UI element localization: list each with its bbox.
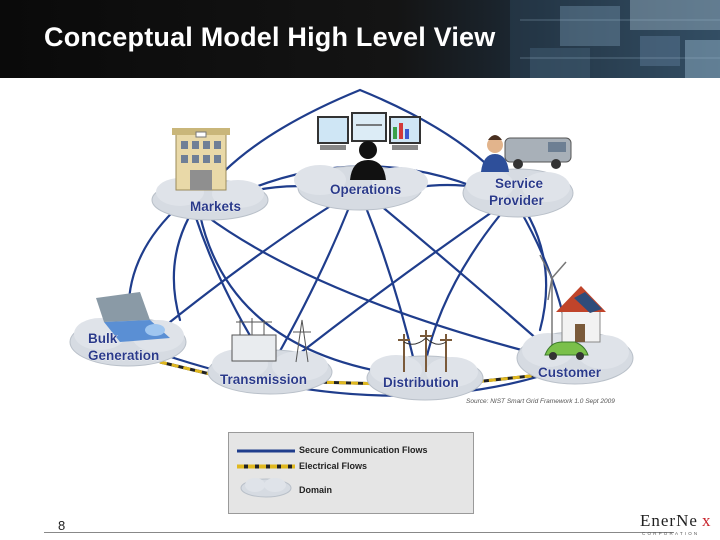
domain-label-service-provider-line2: Provider: [489, 193, 545, 208]
domain-label-transmission: Transmission: [220, 372, 307, 387]
domain-label-markets: Markets: [190, 199, 241, 214]
footer-divider: [44, 532, 674, 533]
service-truck-icon: [505, 138, 571, 169]
domain-cloud-transmission: Transmission: [208, 318, 332, 394]
operator-silhouette-icon: [350, 141, 386, 180]
svg-text:EnerNe: EnerNe: [640, 511, 698, 530]
legend-electrical-line-swatch: [237, 464, 295, 469]
domain-cloud-bulk-generation: Bulk Generation: [70, 292, 186, 366]
domain-cloud-service-provider: Service Provider: [463, 135, 573, 217]
svg-text:CORPORATION: CORPORATION: [642, 531, 699, 536]
comm-line-service-transmission: [285, 210, 495, 365]
legend: Secure Communication Flows Electrical Fl…: [228, 432, 474, 514]
domain-label-operations: Operations: [330, 182, 401, 197]
domain-label-distribution: Distribution: [383, 375, 459, 390]
legend-domain-cloud-swatch: [239, 475, 293, 499]
legend-label-domain: Domain: [299, 485, 332, 495]
domain-cloud-customer: Customer: [517, 255, 633, 384]
legend-secure-line-swatch: [237, 449, 295, 453]
domain-label-service-provider-line1: Service: [495, 176, 544, 191]
enernex-logo: EnerNe x CORPORATION: [638, 508, 716, 538]
domain-label-customer: Customer: [538, 365, 602, 380]
house-icon: [556, 286, 606, 342]
legend-row-domain: Domain: [229, 479, 475, 495]
market-building-icon: [172, 128, 230, 190]
domain-cloud-markets: Markets: [152, 128, 268, 220]
slide-header: Conceptual Model High Level View: [0, 0, 720, 78]
legend-row-electrical-flows: Electrical Flows: [229, 459, 475, 475]
legend-label-electrical-flows: Electrical Flows: [299, 461, 367, 471]
domain-cloud-distribution: Distribution: [367, 330, 483, 400]
comm-line-service-distribution: [425, 215, 500, 365]
domain-label-bulk-line2: Generation: [88, 348, 159, 363]
page-number: 8: [58, 518, 65, 533]
legend-row-secure-flows: Secure Communication Flows: [229, 443, 475, 459]
source-citation: Source: NIST Smart Grid Framework 1.0 Se…: [466, 398, 615, 405]
domain-cloud-operations: Operations: [294, 113, 428, 210]
slide-title: Conceptual Model High Level View: [44, 22, 495, 53]
legend-label-secure-flows: Secure Communication Flows: [299, 445, 428, 455]
domain-label-bulk-line1: Bulk: [88, 331, 118, 346]
svg-text:x: x: [702, 511, 711, 530]
header-decoration: [490, 0, 720, 78]
